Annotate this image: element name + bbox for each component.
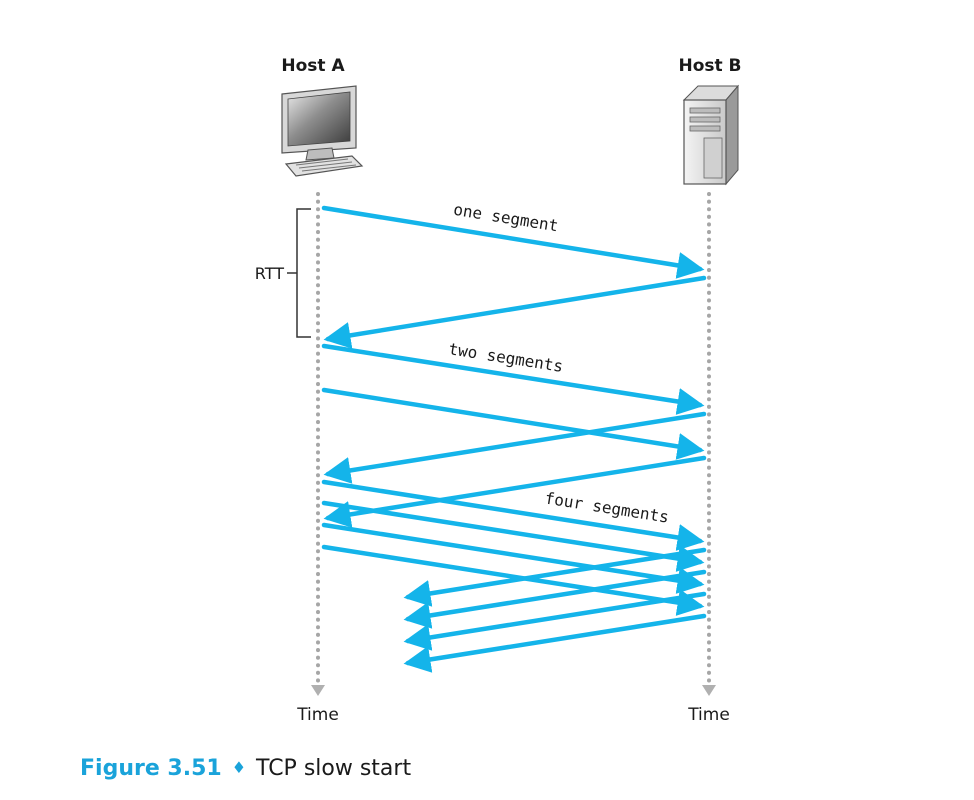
ack-arrow-4: [403, 547, 707, 607]
two-segments-arrow-2: [321, 387, 705, 460]
rtt-bracket: [287, 208, 311, 338]
four-segments-arrow-2: [321, 500, 705, 572]
two-segments-label: two segments: [447, 339, 564, 376]
figure-title: TCP slow start: [256, 756, 412, 781]
ack-arrow-5: [403, 569, 707, 629]
figure-number: Figure 3.51: [80, 756, 222, 781]
server-tower-icon: [682, 84, 740, 186]
host-b-time-label: Time: [687, 705, 730, 725]
four-segments-arrow-4: [321, 544, 705, 616]
rtt-label: RTT: [255, 264, 284, 283]
ack-arrow-3: [323, 455, 707, 528]
figure-caption: Figure 3.51 ♦ TCP slow start: [80, 756, 411, 781]
one-segment-arrow: [321, 205, 705, 279]
desktop-computer-icon: [281, 85, 364, 177]
host-b-timeline-arrowhead: [702, 685, 716, 696]
four-segments-arrow-1: [321, 479, 705, 551]
ack-arrow-2: [323, 411, 707, 484]
ack-arrow-6: [403, 591, 707, 651]
host-a-label: Host A: [281, 56, 345, 76]
ack-arrow-1: [323, 275, 707, 349]
host-a-timeline-arrowhead: [311, 685, 325, 696]
host-b-label: Host B: [678, 56, 741, 76]
ack-arrow-7: [403, 613, 707, 673]
host-a-time-label: Time: [296, 705, 339, 725]
two-segments-arrow-1: [321, 343, 705, 415]
four-segments-arrow-3: [321, 522, 705, 594]
diamond-separator-icon: ♦: [231, 758, 247, 777]
segment-arrows: [321, 205, 707, 673]
